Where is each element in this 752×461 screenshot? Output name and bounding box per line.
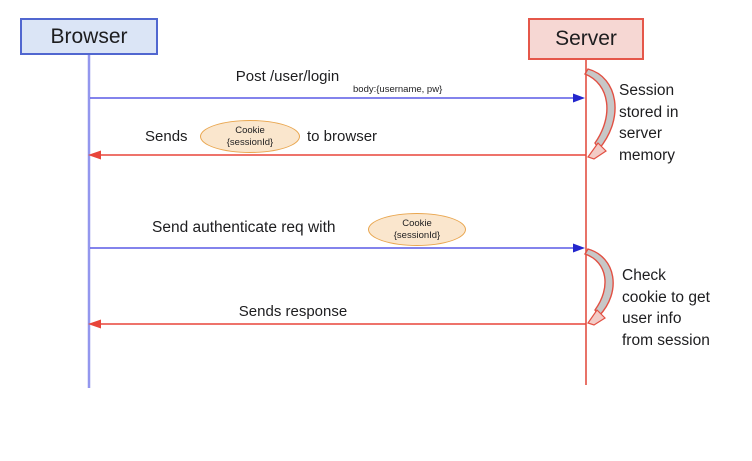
arrow-login-head	[573, 93, 585, 103]
arrow-auth-head	[573, 243, 585, 253]
cookie-token-1-title: Cookie	[235, 125, 265, 136]
message-login-sublabel: body:{username, pw}	[353, 84, 443, 95]
actor-browser-label: Browser	[50, 24, 128, 48]
message-login-label: Post /user/login	[235, 68, 340, 85]
arrow-response-head	[88, 319, 101, 329]
actor-server-label: Server	[555, 27, 617, 50]
self-loop-check-cookie-head	[587, 309, 606, 326]
actor-server: Server	[528, 18, 644, 60]
cookie-token-2-title: Cookie	[402, 218, 432, 229]
cookie-token-1-value: {sessionId}	[226, 136, 274, 148]
self-loop-session-store	[583, 68, 616, 151]
self-loop-session-store-head	[587, 142, 607, 160]
note-session-store: Session stored in server memory	[619, 82, 679, 164]
message-set-cookie-suffix: to browser	[307, 128, 378, 145]
message-response-label: Sends response	[238, 303, 348, 320]
message-set-cookie-prefix: Sends	[145, 128, 188, 145]
cookie-token-2: Cookie {sessionId}	[368, 213, 466, 246]
message-auth-prefix: Send authenticate req with	[152, 219, 336, 236]
cookie-token-2-value: {sessionId}	[393, 229, 441, 241]
note-check-cookie: Check cookie to get user info from sessi…	[622, 267, 710, 349]
self-loop-check-cookie	[583, 248, 614, 318]
cookie-token-1: Cookie {sessionId}	[200, 120, 300, 153]
actor-browser: Browser	[20, 18, 158, 55]
arrow-set-cookie-head	[88, 150, 101, 160]
